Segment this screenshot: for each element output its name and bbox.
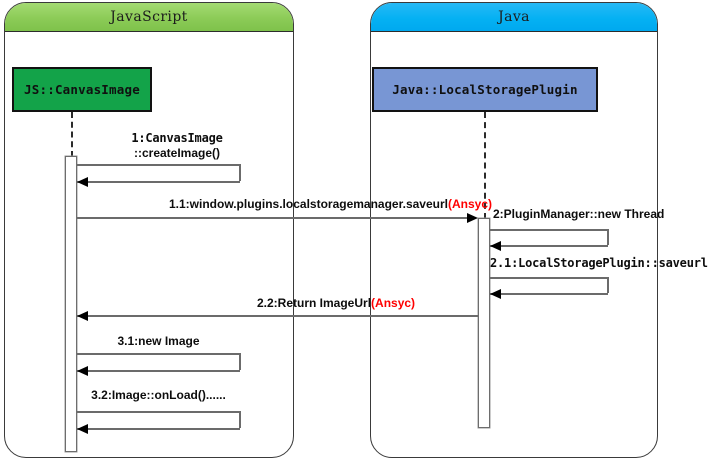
message-3-2-line-turn <box>239 411 241 428</box>
message-2-line-back <box>490 245 608 247</box>
lifeline-js-canvasimage <box>71 112 73 157</box>
message-2-1-line-back <box>490 293 608 295</box>
message-2-1-arrowhead <box>490 289 501 299</box>
message-1-1-arrowhead <box>467 213 478 223</box>
message-2-2-line <box>77 315 478 317</box>
message-1-1-label: 1.1:window.plugins.localstoragemanager.s… <box>169 197 492 211</box>
message-2-1-line-out <box>490 277 608 279</box>
participant-js-canvasimage-label: JS::CanvasImage <box>24 82 140 97</box>
message-1-arrowhead <box>77 177 88 187</box>
message-1-line-turn <box>239 164 241 181</box>
frame-java-title: Java <box>371 3 657 32</box>
message-1-line-out <box>77 164 240 166</box>
activation-java-localstorageplugin <box>478 218 490 428</box>
message-1-1-label-text: 1.1:window.plugins.localstoragemanager.s… <box>169 197 448 211</box>
message-3-2-label: 3.2:Image::onLoad()...... <box>91 388 226 402</box>
message-1-1-line <box>77 217 472 219</box>
message-3-1-label: 3.1:new Image <box>117 334 200 348</box>
message-2-1-label: 2.1:LocalStoragePlugin::saveurl <box>490 256 708 270</box>
activation-js-canvasimage <box>65 156 77 452</box>
message-2-arrowhead <box>490 241 501 251</box>
message-1-line-back <box>77 181 240 183</box>
message-3-2-line-back <box>77 428 240 430</box>
frame-javascript-title: JavaScript <box>5 3 293 32</box>
message-2-1-line-turn <box>607 277 609 293</box>
message-1-label-line1: 1:CanvasImage <box>131 131 223 145</box>
message-2-label: 2:PluginManager::new Thread <box>493 207 665 221</box>
participant-java-localstorageplugin-label: Java::LocalStoragePlugin <box>392 82 578 97</box>
message-3-1-arrowhead <box>77 366 88 376</box>
message-2-2-arrowhead <box>77 311 88 321</box>
message-1-label-line2: ::createImage() <box>133 146 221 160</box>
message-3-1-line-back <box>77 370 240 372</box>
message-2-2-async-tag: (Ansyc) <box>371 296 416 310</box>
message-2-line-out <box>490 229 608 231</box>
lifeline-java-localstorageplugin <box>484 112 486 219</box>
message-2-2-label-text: 2.2:Return ImageUrl <box>257 296 372 310</box>
message-3-1-line-out <box>77 353 240 355</box>
message-1-1-async-tag: (Ansyc) <box>447 197 492 211</box>
message-2-line-turn <box>607 229 609 245</box>
participant-java-localstorageplugin[interactable]: Java::LocalStoragePlugin <box>372 67 598 112</box>
message-3-2-arrowhead <box>77 424 88 434</box>
message-3-1-line-turn <box>239 353 241 370</box>
participant-js-canvasimage[interactable]: JS::CanvasImage <box>12 67 152 112</box>
message-2-2-label: 2.2:Return ImageUrl(Ansyc) <box>257 296 415 310</box>
message-3-2-line-out <box>77 411 240 413</box>
